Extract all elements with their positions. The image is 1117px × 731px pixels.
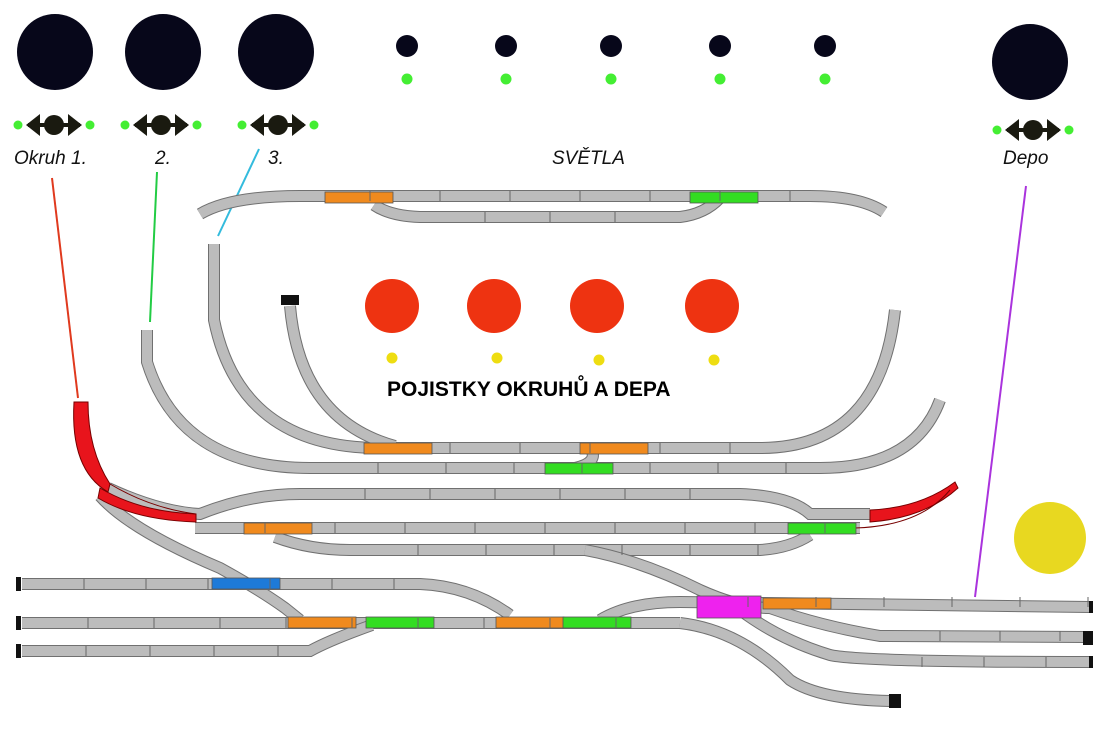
buffer-stop-icon [1089,656,1093,668]
buffer-stop-icon [16,644,21,658]
buffer-stop-icon [1089,601,1093,613]
fuse-2[interactable] [467,279,521,364]
circuit-1-red-section-left [73,401,197,523]
direction-switch-okruh-2-icon[interactable] [120,114,202,136]
label-pojistky: POJISTKY OKRUHŮ A DEPA [387,375,671,401]
buffer-stop-icon [16,616,21,630]
light-switches [396,35,836,85]
controller-knob-okruh-1[interactable] [17,14,93,90]
fuse-4[interactable] [685,279,739,366]
connector-okruh-2 [149,171,158,323]
direction-switch-okruh-1-icon[interactable] [13,114,95,136]
fuse-3[interactable] [570,279,624,366]
direction-switch-okruh-3-icon[interactable] [237,114,319,136]
turnout-orange-6[interactable] [495,616,565,629]
rail-joints [83,191,1089,667]
power-indicator [1014,502,1086,574]
turnout-green-4[interactable] [365,616,435,629]
turnout-green-3[interactable] [787,522,857,535]
crossing-blue[interactable] [211,577,281,590]
fuses [365,279,739,366]
light-switch-5[interactable] [814,35,836,85]
label-okruh-2: 2. [154,148,171,169]
light-switch-3[interactable] [600,35,622,85]
turnout-green-5[interactable] [562,616,632,629]
connector-depo [974,185,1027,598]
label-okruh-3: 3. [268,148,284,169]
fuse-1[interactable] [365,279,419,364]
turnout-orange-3[interactable] [579,442,649,455]
label-depo: Depo [1003,148,1048,169]
controller-knob-depo[interactable] [992,24,1068,100]
light-switch-2[interactable] [495,35,517,85]
turnout-orange-7[interactable] [762,597,832,610]
turnout-orange-1[interactable] [324,191,394,204]
circuit-1-red-section-right [854,481,959,529]
connector-okruh-1 [51,177,79,399]
turnout-orange-4[interactable] [243,522,313,535]
buffer-stop-icon [1083,631,1093,645]
turnout-orange-2[interactable] [363,442,433,455]
controller-knob-okruh-2[interactable] [125,14,201,90]
turnout-green-1[interactable] [689,191,759,204]
buffer-stops [16,295,1093,708]
buffer-stop-icon [281,295,299,305]
controller-knob-okruh-3[interactable] [238,14,314,90]
turnout-green-2[interactable] [544,462,614,475]
label-svetla: SVĚTLA [552,147,625,169]
turnout-orange-5[interactable] [287,616,357,629]
connector-okruh-3 [217,148,260,237]
buffer-stop-icon [889,694,901,708]
light-switch-1[interactable] [396,35,418,85]
label-okruh-1: Okruh 1. [14,148,87,169]
crossing-magenta[interactable] [696,595,762,619]
buffer-stop-icon [16,577,21,591]
light-switch-4[interactable] [709,35,731,85]
direction-switch-depo-icon[interactable] [992,119,1074,141]
turnouts [211,191,857,629]
